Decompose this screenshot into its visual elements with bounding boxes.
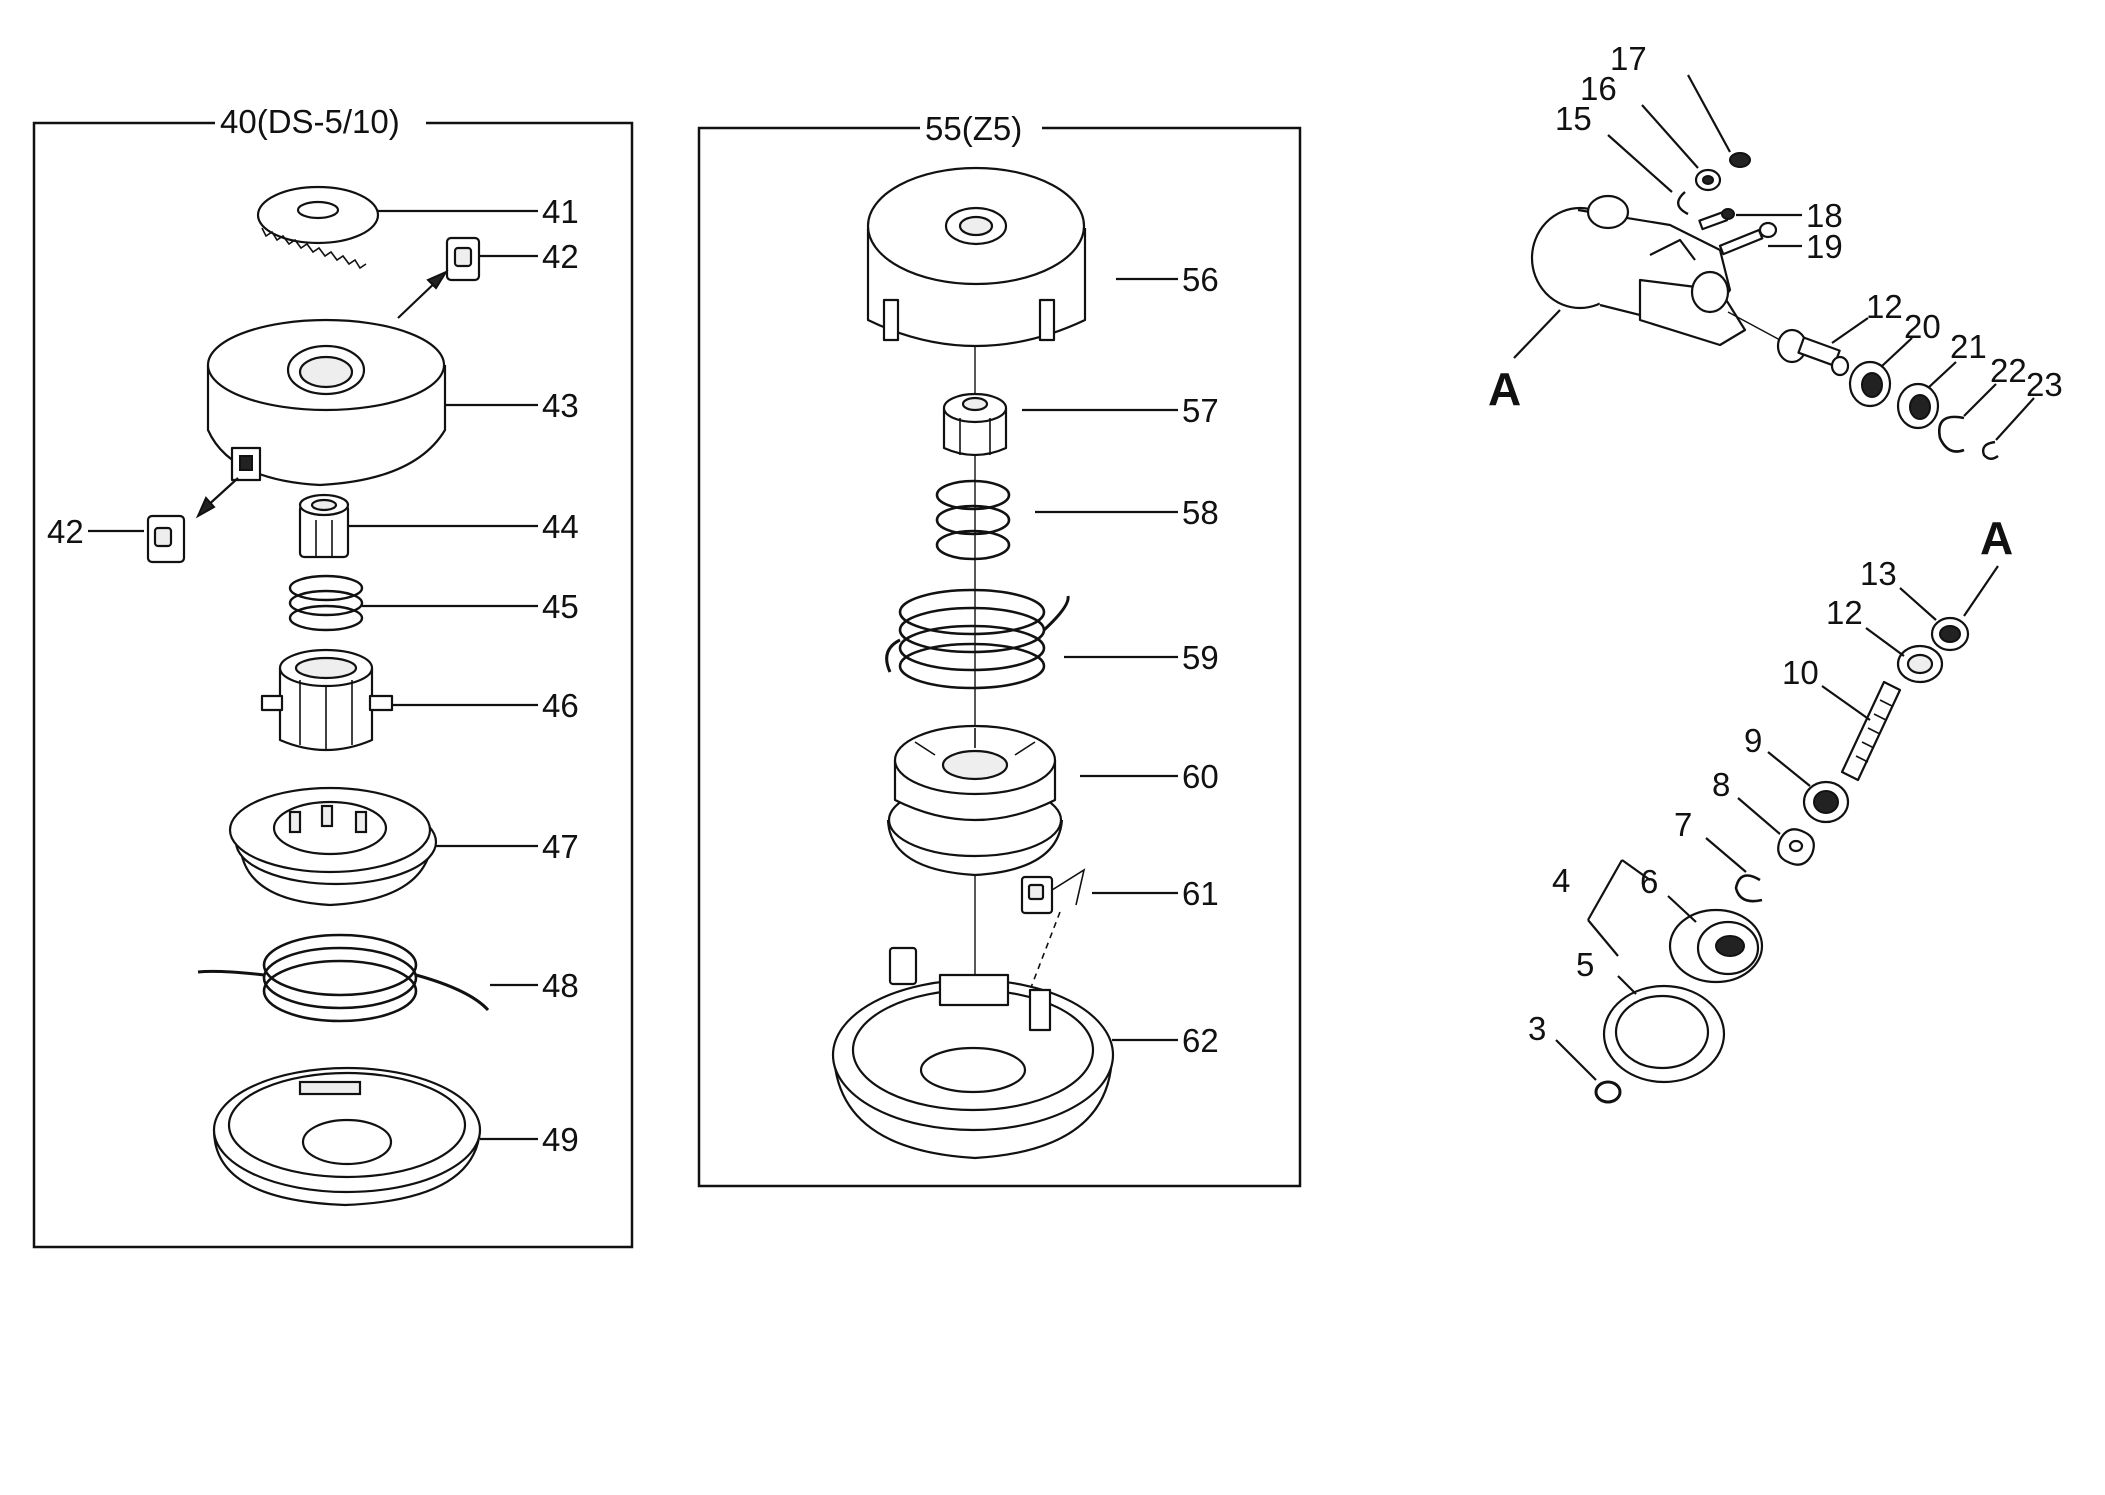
part-13-bearing bbox=[1930, 616, 1970, 652]
part-gear-head-housing bbox=[1530, 194, 1747, 347]
callout-16: 16 bbox=[1580, 70, 1617, 107]
part-61-clip bbox=[1020, 868, 1086, 991]
part-41-gear-ring bbox=[256, 185, 380, 270]
callout-7: 7 bbox=[1674, 806, 1692, 843]
part-8-washer bbox=[1777, 828, 1815, 866]
callout-49: 49 bbox=[542, 1121, 579, 1158]
callout-59: 59 bbox=[1182, 639, 1219, 676]
callout-18: 18 bbox=[1806, 197, 1843, 234]
callout-13: 13 bbox=[1860, 555, 1897, 592]
part-12-gear-top bbox=[1776, 328, 1850, 377]
shaft-stack-group: A 13 12 10 9 bbox=[1528, 512, 2013, 1104]
part-10-shaft bbox=[1840, 680, 1902, 782]
callout-62: 62 bbox=[1182, 1022, 1219, 1059]
part-9-bearing bbox=[1802, 780, 1850, 824]
part-58-spring bbox=[935, 479, 1011, 561]
part-47-spool bbox=[228, 786, 438, 907]
callout-6: 6 bbox=[1640, 863, 1658, 900]
part-19-bolt bbox=[1718, 221, 1778, 256]
part-43-housing bbox=[206, 318, 447, 487]
callout-45: 45 bbox=[542, 588, 579, 625]
callout-61: 61 bbox=[1182, 875, 1219, 912]
callout-48: 48 bbox=[542, 967, 579, 1004]
assembly-55-frame bbox=[697, 126, 1302, 1188]
gear-head-group: A 17 16 15 18 19 bbox=[1488, 40, 2063, 460]
callout-56: 56 bbox=[1182, 261, 1219, 298]
part-12-gear-bottom bbox=[1896, 644, 1944, 684]
part-3-o-ring bbox=[1594, 1080, 1622, 1104]
callout-47: 47 bbox=[542, 828, 579, 865]
part-45-spring bbox=[288, 574, 364, 632]
part-56-cover bbox=[866, 166, 1087, 348]
part-7-snap-ring bbox=[1734, 874, 1763, 903]
part-46-hub bbox=[260, 648, 394, 752]
callout-21: 21 bbox=[1950, 328, 1987, 365]
callout-46: 46 bbox=[542, 687, 579, 724]
callout-57: 57 bbox=[1182, 392, 1219, 429]
callout-10: 10 bbox=[1782, 654, 1819, 691]
part-5-seal bbox=[1602, 984, 1726, 1084]
callout-22: 22 bbox=[1990, 352, 2027, 389]
assembly-55-title: 55(Z5) bbox=[925, 110, 1022, 147]
callout-43: 43 bbox=[542, 387, 579, 424]
assembly-40-frame bbox=[32, 121, 634, 1249]
callout-41: 41 bbox=[542, 193, 579, 230]
callout-12-top: 12 bbox=[1866, 288, 1903, 325]
part-44-nut bbox=[298, 493, 350, 559]
callout-42-bottom: 42 bbox=[47, 513, 84, 550]
part-6-cap bbox=[1668, 908, 1764, 984]
assembly-40-title: 40(DS-5/10) bbox=[220, 103, 400, 140]
part-20-bearing bbox=[1848, 360, 1892, 408]
part-49-base bbox=[212, 1066, 482, 1207]
assembly-55-group: 55(Z5) 56 57 58 bbox=[697, 110, 1302, 1188]
callout-8: 8 bbox=[1712, 766, 1730, 803]
part-42-clip-bottom bbox=[146, 514, 186, 564]
part-23-ring bbox=[1981, 440, 1999, 460]
callout-44: 44 bbox=[542, 508, 579, 545]
callout-4: 4 bbox=[1552, 862, 1570, 899]
callout-60: 60 bbox=[1182, 758, 1219, 795]
callout-58: 58 bbox=[1182, 494, 1219, 531]
callout-3: 3 bbox=[1528, 1010, 1546, 1047]
part-15-clip bbox=[1677, 191, 1689, 216]
part-22-snap-ring bbox=[1937, 415, 1965, 453]
part-62-base bbox=[831, 946, 1115, 1160]
callout-12-bottom: 12 bbox=[1826, 594, 1863, 631]
detail-marker-a-top: A bbox=[1488, 363, 1521, 415]
part-48-line-coil bbox=[197, 933, 490, 1023]
detail-marker-a-bottom: A bbox=[1980, 512, 2013, 564]
callout-5: 5 bbox=[1576, 946, 1594, 983]
part-60-spool bbox=[886, 724, 1064, 877]
callout-23: 23 bbox=[2026, 366, 2063, 403]
callout-15: 15 bbox=[1555, 100, 1592, 137]
part-16-washer bbox=[1694, 168, 1722, 192]
callout-20: 20 bbox=[1904, 308, 1941, 345]
part-42-clip-top bbox=[445, 236, 481, 282]
callout-9: 9 bbox=[1744, 722, 1762, 759]
callout-42-top: 42 bbox=[542, 238, 579, 275]
part-57-nut bbox=[942, 392, 1008, 457]
part-59-line-coil bbox=[885, 588, 1070, 690]
callout-19: 19 bbox=[1806, 228, 1843, 265]
part-18-screw bbox=[1698, 208, 1735, 231]
part-21-bearing bbox=[1896, 382, 1940, 430]
part-17-bolt bbox=[1729, 152, 1751, 168]
assembly-40-group: 40(DS-5/10) 41 42 43 bbox=[32, 103, 634, 1249]
callout-17: 17 bbox=[1610, 40, 1647, 77]
